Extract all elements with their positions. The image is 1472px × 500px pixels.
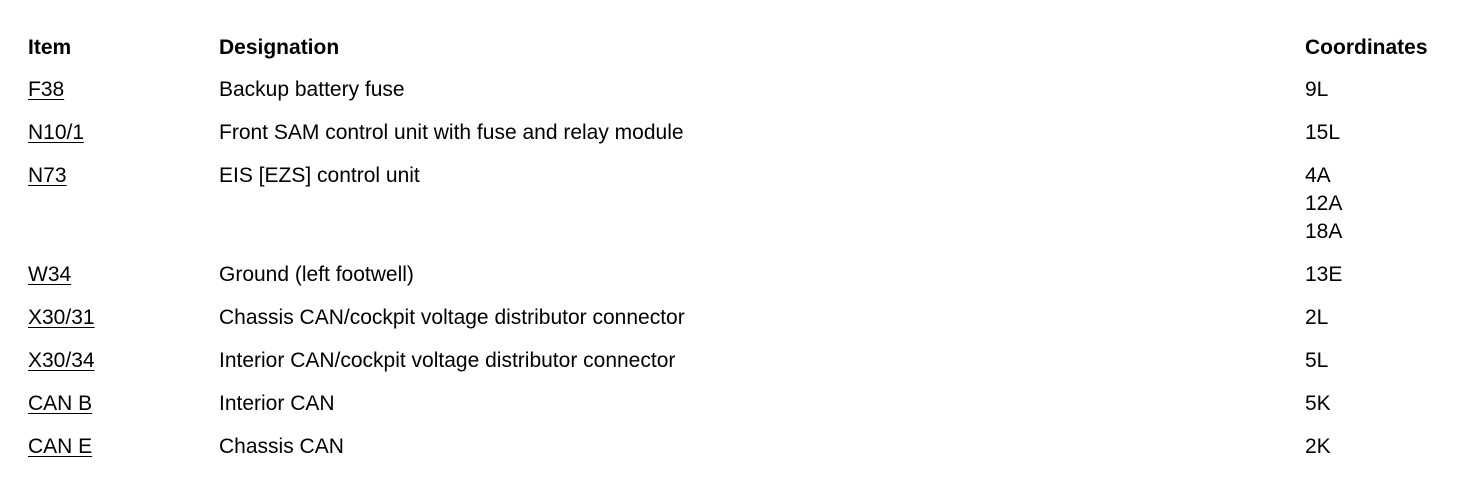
table-row: CAN E Chassis CAN 2K (28, 433, 1458, 461)
coordinate-value: 13E (1305, 263, 1343, 286)
item-link-n10-1[interactable]: N10/1 (28, 121, 85, 144)
table-row: CAN B Interior CAN 5K (28, 390, 1458, 418)
coordinate-value: 12A (1305, 192, 1343, 215)
header-item: Item (28, 36, 72, 59)
coordinate-value: 18A (1305, 220, 1343, 243)
coordinates-cell: 4A 12A 18A (1305, 162, 1458, 246)
designation-cell: Front SAM control unit with fuse and rel… (219, 121, 684, 144)
coordinate-value: 2K (1305, 435, 1331, 458)
item-link-x30-31[interactable]: X30/31 (28, 306, 95, 329)
coordinates-cell: 2K (1305, 433, 1458, 461)
designation-cell: Interior CAN/cockpit voltage distributor… (219, 349, 676, 372)
item-link-w34[interactable]: W34 (28, 263, 72, 286)
coordinates-cell: 2L (1305, 304, 1458, 332)
legend-table: Item Designation Coordinates F38 Backup … (28, 34, 1458, 476)
table-row: N10/1 Front SAM control unit with fuse a… (28, 119, 1458, 147)
coordinate-value: 5L (1305, 349, 1329, 372)
table-row: X30/34 Interior CAN/cockpit voltage dist… (28, 347, 1458, 375)
table-row: W34 Ground (left footwell) 13E (28, 261, 1458, 289)
table-row: F38 Backup battery fuse 9L (28, 76, 1458, 104)
coordinate-value: 15L (1305, 121, 1341, 144)
designation-cell: Chassis CAN/cockpit voltage distributor … (219, 306, 685, 329)
coordinates-cell: 9L (1305, 76, 1458, 104)
coordinate-value: 2L (1305, 306, 1329, 329)
table-row: N73 EIS [EZS] control unit 4A 12A 18A (28, 162, 1458, 246)
coordinate-value: 4A (1305, 164, 1331, 187)
item-link-n73[interactable]: N73 (28, 164, 67, 187)
designation-cell: Ground (left footwell) (219, 263, 414, 286)
table-header: Item Designation Coordinates (28, 34, 1458, 62)
item-link-x30-34[interactable]: X30/34 (28, 349, 95, 372)
coordinates-cell: 5L (1305, 347, 1458, 375)
coordinate-value: 5K (1305, 392, 1331, 415)
header-designation: Designation (219, 36, 340, 59)
item-link-can-b[interactable]: CAN B (28, 392, 93, 415)
item-link-can-e[interactable]: CAN E (28, 435, 93, 458)
designation-cell: Chassis CAN (219, 435, 344, 458)
coordinates-cell: 13E (1305, 261, 1458, 289)
table-row: X30/31 Chassis CAN/cockpit voltage distr… (28, 304, 1458, 332)
designation-cell: EIS [EZS] control unit (219, 164, 420, 187)
designation-cell: Interior CAN (219, 392, 335, 415)
designation-cell: Backup battery fuse (219, 78, 405, 101)
coordinates-cell: 15L (1305, 119, 1458, 147)
coordinates-cell: 5K (1305, 390, 1458, 418)
coordinate-value: 9L (1305, 78, 1329, 101)
header-coordinates: Coordinates (1305, 36, 1428, 59)
item-link-f38[interactable]: F38 (28, 78, 65, 101)
